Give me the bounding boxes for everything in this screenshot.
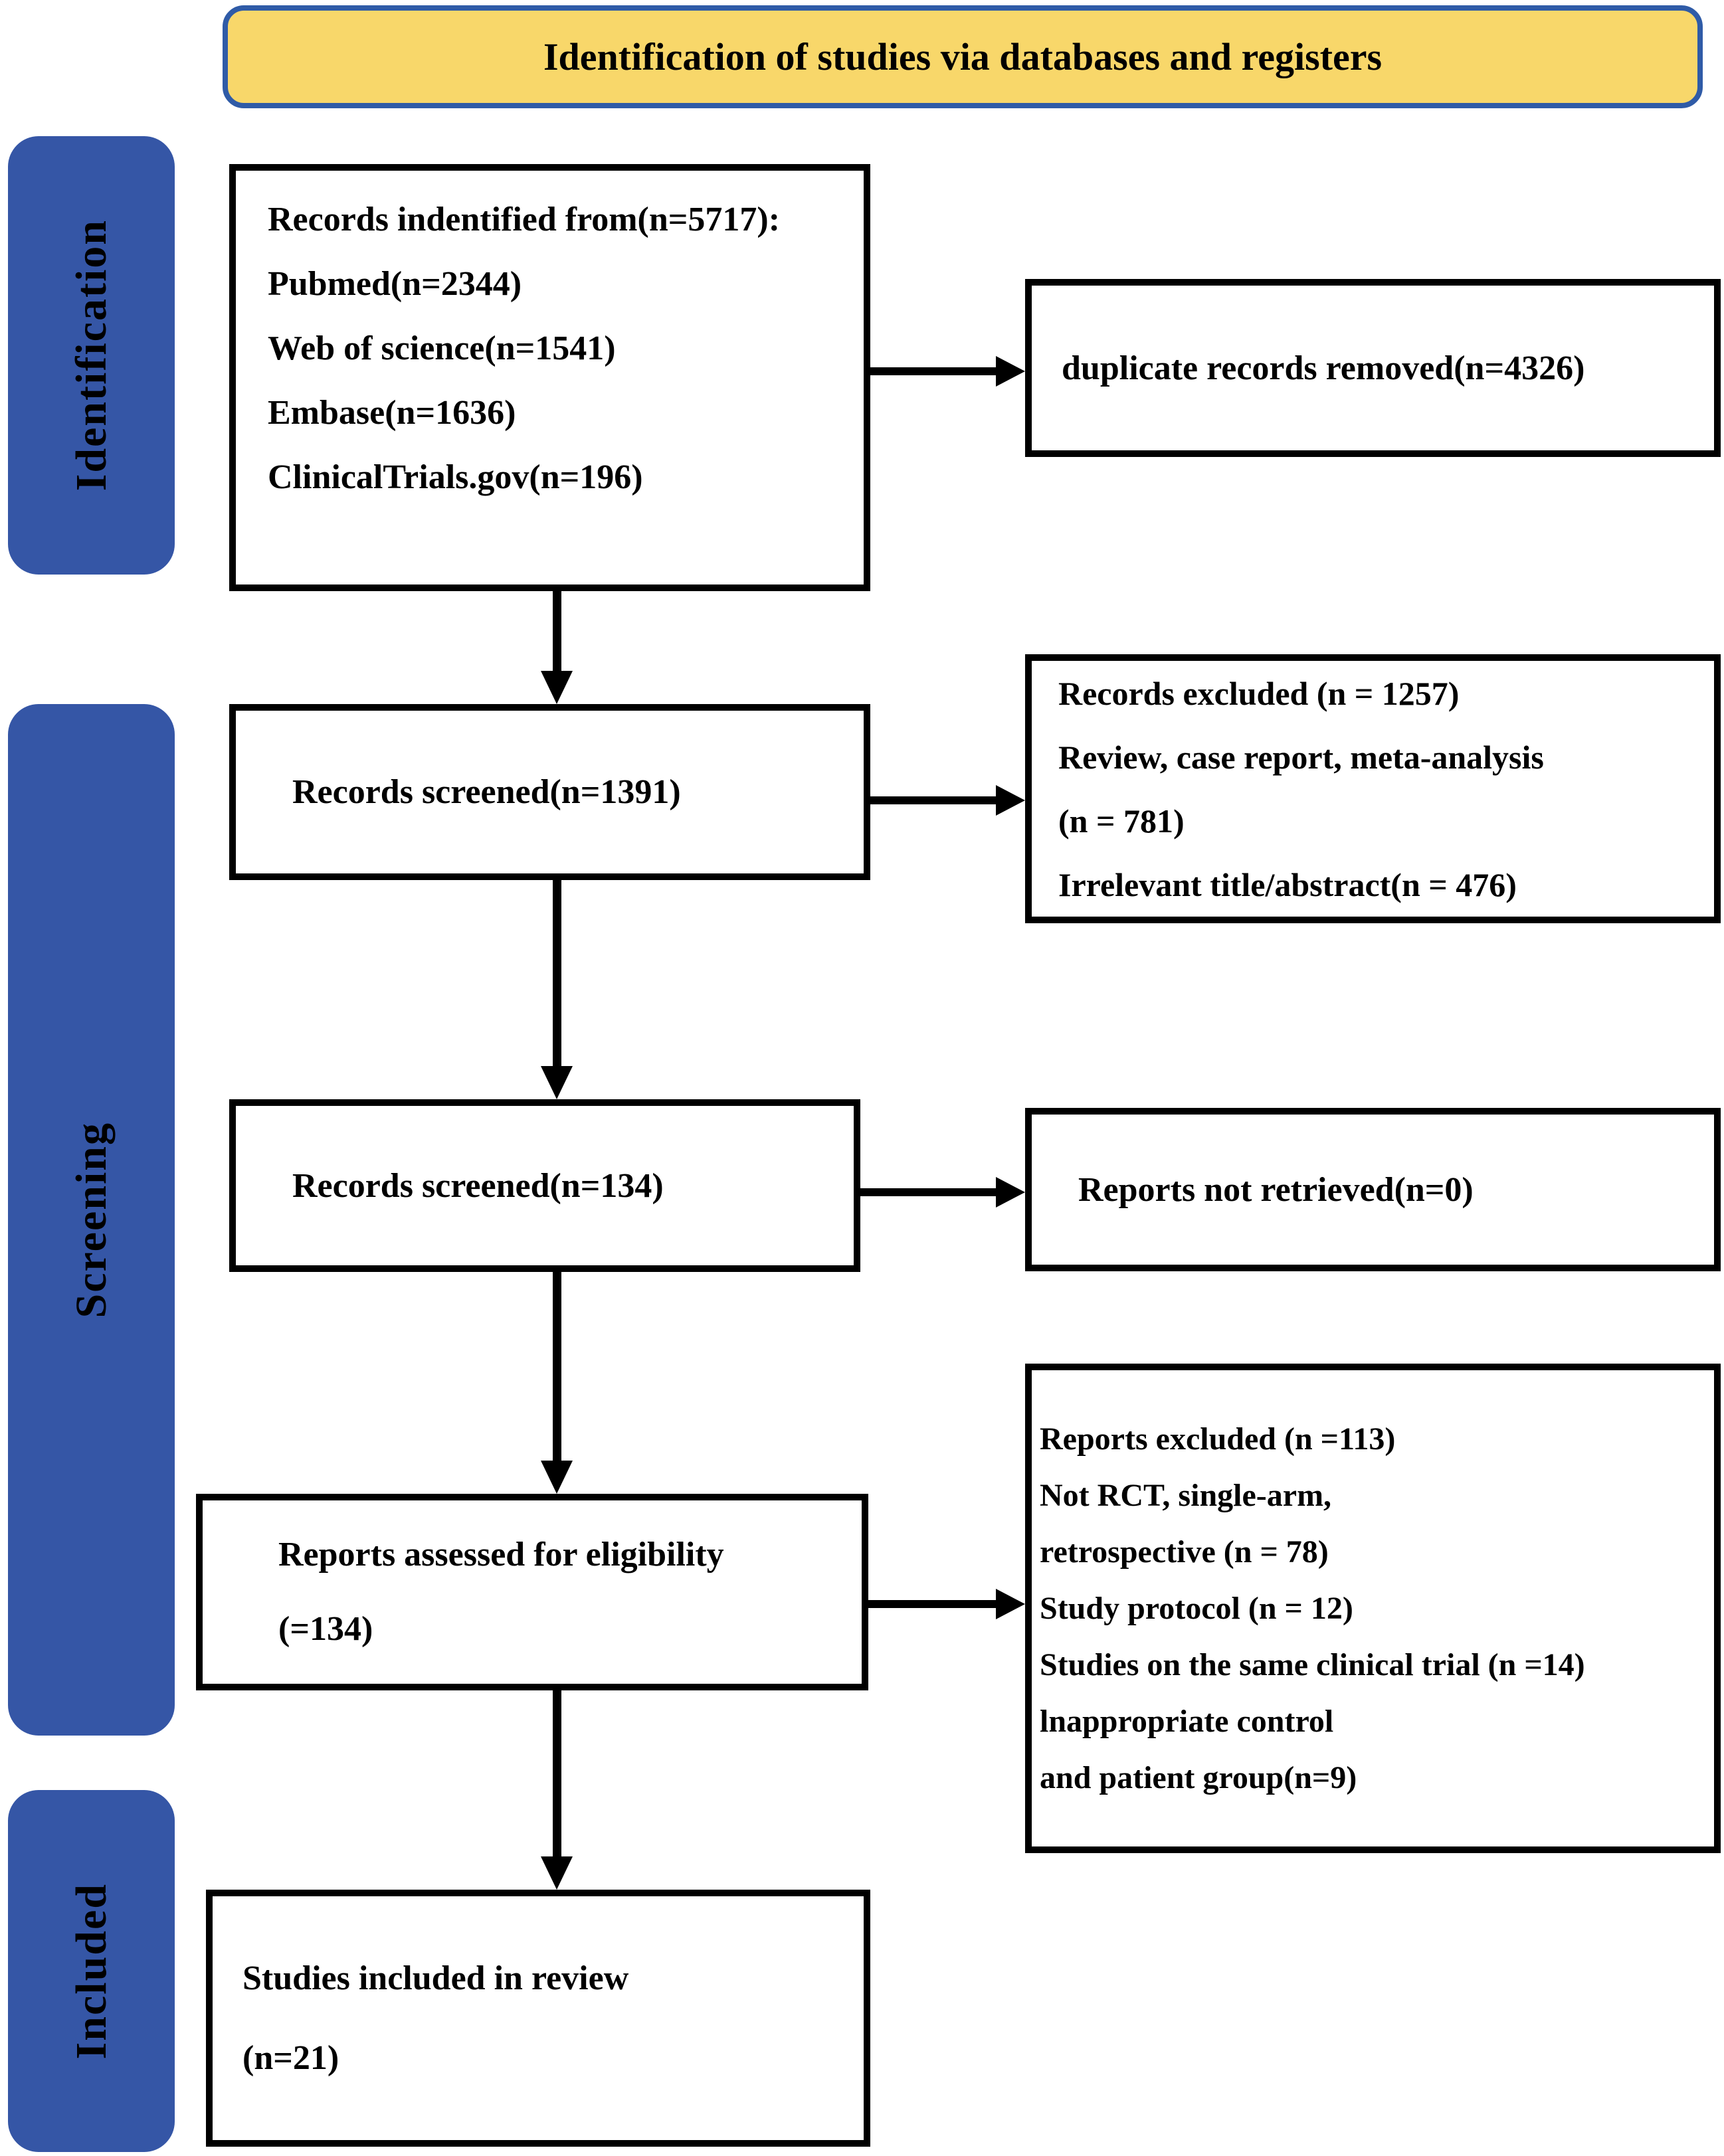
arrow-head-identified-to-duplicates xyxy=(996,356,1025,387)
text-line: Records excluded (n = 1257) xyxy=(1058,674,1460,712)
text-line: (n = 781) xyxy=(1058,802,1185,840)
stage-bar-identification: Identification xyxy=(8,136,175,575)
text-line: Irrelevant title/abstract(n = 476) xyxy=(1058,865,1517,903)
box-duplicates-removed: duplicate records removed(n=4326) xyxy=(1025,279,1721,457)
text-line: duplicate records removed(n=4326) xyxy=(1062,349,1585,387)
arrow-head-identified-to-screened1391 xyxy=(541,671,573,704)
text-line: Studies on the same clinical trial (n =1… xyxy=(1040,1647,1585,1682)
arrow-line-assessed-to-included xyxy=(553,1690,561,1856)
arrow-head-screened1391-to-screened134 xyxy=(541,1066,573,1099)
arrow-line-assessed-to-reportsexcluded xyxy=(868,1600,996,1608)
arrow-head-screened1391-to-excluded xyxy=(996,785,1025,816)
text-line: ClinicalTrials.gov(n=196) xyxy=(268,458,643,496)
arrow-head-assessed-to-included xyxy=(541,1856,573,1890)
stage-bar-screening: Screening xyxy=(8,704,175,1736)
text-line: lnappropriate control xyxy=(1040,1704,1334,1739)
text-line: Embase(n=1636) xyxy=(268,394,516,432)
stage-bar-included: Included xyxy=(8,1790,175,2152)
diagram-title: Identification of studies via databases … xyxy=(543,35,1383,78)
arrow-head-assessed-to-reportsexcluded xyxy=(996,1589,1025,1619)
arrow-line-identified-to-screened1391 xyxy=(553,589,561,671)
arrow-head-screened134-to-notretrieved xyxy=(996,1177,1025,1208)
text-line: (=134) xyxy=(278,1610,373,1648)
arrow-line-screened134-to-assessed xyxy=(553,1272,561,1461)
stage-label-included: Included xyxy=(66,1882,116,2060)
text-line: Pubmed(n=2344) xyxy=(268,265,522,303)
text-line: retrospective (n = 78) xyxy=(1040,1534,1329,1570)
text-line: and patient group(n=9) xyxy=(1040,1760,1357,1795)
box-studies-included: Studies included in review (n=21) xyxy=(206,1890,870,2147)
stage-label-identification: Identification xyxy=(66,219,116,492)
text-line: Study protocol (n = 12) xyxy=(1040,1591,1353,1626)
arrow-line-identified-to-duplicates xyxy=(870,367,996,375)
box-records-excluded: Records excluded (n = 1257) Review, case … xyxy=(1025,654,1721,923)
box-records-identified: Records indentified from(n=5717): Pubmed(… xyxy=(229,164,870,591)
text-line: Reports assessed for eligibility xyxy=(278,1536,724,1573)
text-line: Not RCT, single-arm, xyxy=(1040,1478,1332,1513)
arrow-line-screened134-to-notretrieved xyxy=(860,1188,996,1196)
arrow-line-screened1391-to-screened134 xyxy=(553,880,561,1066)
text-line: (n=21) xyxy=(242,2038,339,2077)
stage-label-screening: Screening xyxy=(66,1121,116,1318)
box-reports-not-retrieved: Reports not retrieved(n=0) xyxy=(1025,1108,1721,1271)
arrow-head-screened134-to-assessed xyxy=(541,1461,573,1494)
text-line: Review, case report, meta-analysis xyxy=(1058,738,1544,776)
box-records-screened-1391: Records screened(n=1391) xyxy=(229,704,870,880)
text-line: Reports not retrieved(n=0) xyxy=(1078,1170,1474,1209)
arrow-line-screened1391-to-excluded xyxy=(870,796,996,804)
box-reports-assessed: Reports assessed for eligibility (=134) xyxy=(196,1494,868,1690)
title-banner: Identification of studies via databases … xyxy=(223,5,1703,108)
text-line: Web of science(n=1541) xyxy=(268,329,616,367)
text-line: Studies included in review xyxy=(242,1959,629,1997)
text-line: Reports excluded (n =113) xyxy=(1040,1421,1396,1457)
text-line: Records screened(n=1391) xyxy=(292,773,681,811)
text-line: Records indentified from(n=5717): xyxy=(268,201,781,238)
text-line: Records screened(n=134) xyxy=(292,1166,664,1205)
box-reports-excluded: Reports excluded (n =113) Not RCT, single… xyxy=(1025,1364,1721,1853)
box-records-screened-134: Records screened(n=134) xyxy=(229,1099,860,1272)
